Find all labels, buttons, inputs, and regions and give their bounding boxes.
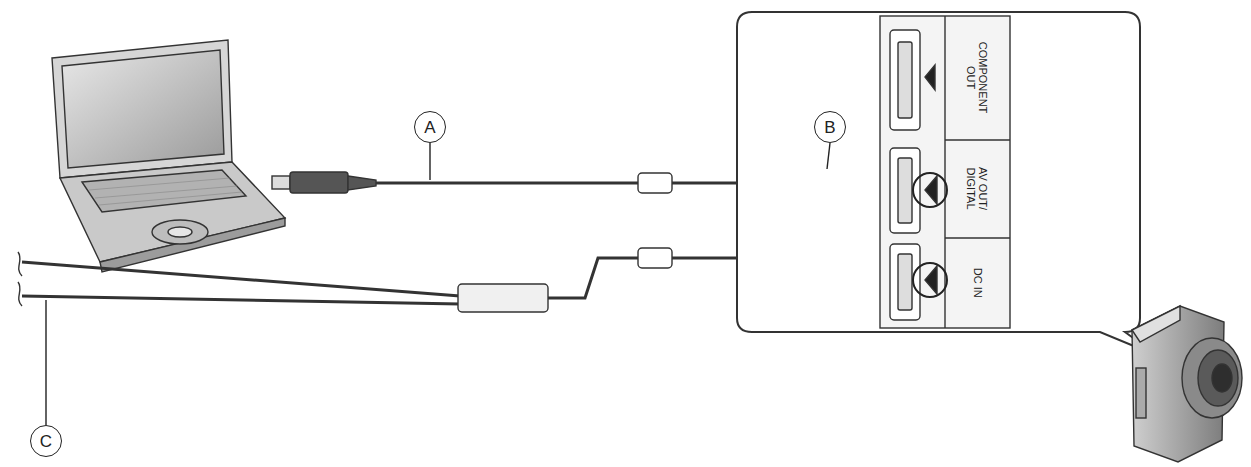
- callout-letter: B: [814, 111, 846, 143]
- zoom-panel: [737, 12, 1158, 356]
- callout-text: B: [824, 119, 835, 136]
- laptop: [52, 40, 285, 272]
- callout-text: C: [40, 433, 52, 450]
- leader-lines: [46, 143, 830, 425]
- callout-text: A: [424, 119, 435, 136]
- port-panel: [880, 16, 1010, 328]
- port-label: COMPONENTOUT: [964, 40, 989, 116]
- callout-letter: C: [30, 425, 62, 457]
- ac-adaptor-cable: [18, 247, 844, 312]
- port-label: AV OUT/DIGITAL: [964, 165, 989, 212]
- camera: [1132, 306, 1242, 462]
- port-label: DC IN: [970, 266, 984, 300]
- callout-letter: A: [414, 111, 446, 143]
